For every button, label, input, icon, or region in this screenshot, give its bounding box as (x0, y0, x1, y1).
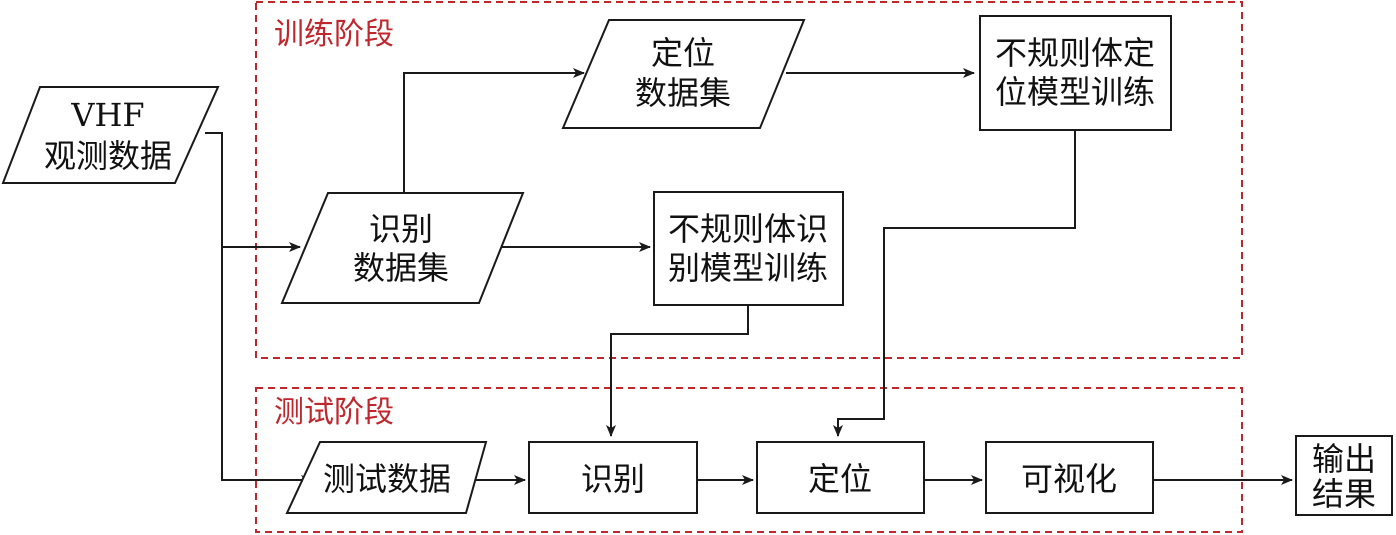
localization-dataset-line2: 数据集 (635, 74, 731, 112)
node-test-data: 测试数据 (285, 441, 488, 514)
localization-dataset-shape (561, 19, 806, 129)
localization-training-line2: 位模型训练 (995, 73, 1155, 111)
visualize-label: 可视化 (1021, 460, 1117, 498)
edge-vhf-to-test-data (221, 247, 313, 485)
edge-vhf-to-identification-dataset (205, 132, 301, 252)
localization-dataset-line1: 定位 (651, 34, 715, 72)
edge-to-localization-dataset (403, 68, 585, 192)
edges (205, 68, 1293, 485)
node-identification-dataset: 识别 数据集 (280, 192, 525, 304)
testing-stage: 测试阶段 (255, 387, 1243, 533)
edge-identification-training-to-identify (606, 305, 749, 437)
output-line1: 输出 (1312, 440, 1376, 478)
identification-dataset-line1: 识别 (369, 210, 433, 248)
identify-label: 识别 (581, 460, 645, 498)
identification-dataset-shape (280, 192, 525, 304)
identification-dataset-line2: 数据集 (353, 249, 449, 287)
output-line2: 结果 (1312, 475, 1376, 513)
test-data-shape (285, 441, 488, 514)
node-vhf-data: VHF 观测数据 (1, 86, 220, 184)
locate-box (756, 441, 925, 514)
vhf-data-line1: VHF (70, 96, 144, 134)
test-data-label: 测试数据 (323, 460, 451, 498)
edge-localization-training-to-locate (833, 130, 1076, 437)
node-localization-training: 不规则体定 位模型训练 (979, 15, 1172, 131)
node-localization-dataset: 定位 数据集 (561, 19, 806, 129)
testing-stage-frame (255, 387, 1243, 533)
output-box (1295, 435, 1393, 516)
localization-training-line1: 不规则体定 (995, 34, 1155, 72)
node-identify: 识别 (528, 441, 698, 514)
node-visualize: 可视化 (985, 441, 1154, 514)
node-output: 输出 结果 (1295, 435, 1393, 516)
identification-training-line1: 不规则体识 (668, 210, 828, 248)
testing-stage-title: 测试阶段 (274, 395, 394, 430)
locate-label: 定位 (808, 460, 872, 498)
node-identification-training: 不规则体识 别模型训练 (653, 191, 844, 306)
visualize-box (985, 441, 1154, 514)
vhf-data-shape (1, 86, 220, 184)
node-locate: 定位 (756, 441, 925, 514)
identification-training-line2: 别模型训练 (668, 249, 828, 287)
training-stage-title: 训练阶段 (274, 17, 394, 52)
training-stage-frame (255, 1, 1243, 359)
vhf-data-line2: 观测数据 (44, 137, 172, 175)
identify-box (528, 441, 698, 514)
training-stage: 训练阶段 (255, 1, 1243, 359)
localization-training-box (979, 15, 1172, 131)
identification-training-box (653, 191, 844, 306)
